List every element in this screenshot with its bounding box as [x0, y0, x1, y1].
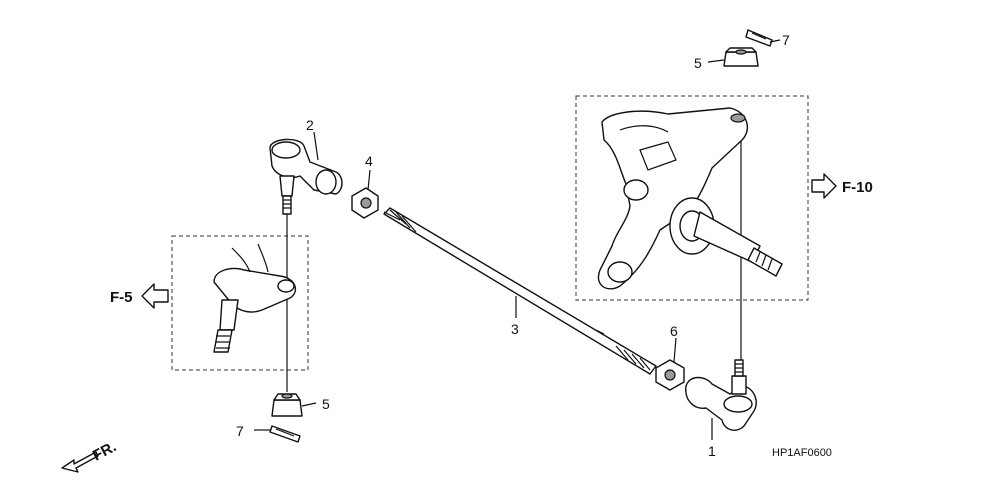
- callout-2: 2: [306, 117, 314, 133]
- drawing-code: HP1AF0600: [772, 447, 832, 459]
- ref-label-right: F-10: [842, 179, 873, 196]
- tie-rod: [383, 207, 657, 375]
- ref-arrow-left-icon: [141, 283, 169, 309]
- lock-nut-4: [351, 187, 379, 219]
- castle-nut-top: [723, 47, 759, 67]
- callout-5-bottom: 5: [322, 396, 330, 412]
- front-direction-arrow-icon: [61, 451, 99, 473]
- callout-7-top: 7: [782, 32, 790, 48]
- knuckle-reference-box: [575, 95, 809, 301]
- lock-nut-6: [655, 359, 685, 391]
- ref-arrow-right-icon: [811, 173, 837, 199]
- callout-7-bottom: 7: [236, 423, 244, 439]
- callout-3: 3: [511, 321, 519, 337]
- steering-knuckle: [597, 107, 783, 290]
- cotter-pin-bottom: [269, 425, 301, 443]
- tie-rod-end-left: [269, 138, 343, 215]
- front-direction-label: FR.: [90, 438, 119, 464]
- callout-5-top: 5: [694, 55, 702, 71]
- axle-reference-box: [171, 235, 309, 371]
- callout-1: 1: [708, 443, 716, 459]
- callout-6: 6: [670, 323, 678, 339]
- castle-nut-bottom: [271, 393, 303, 417]
- tie-rod-end-right: [685, 359, 757, 431]
- axle-arm: [213, 243, 297, 353]
- cotter-pin-top: [745, 29, 773, 47]
- callout-4: 4: [365, 153, 373, 169]
- ref-label-left: F-5: [110, 289, 133, 306]
